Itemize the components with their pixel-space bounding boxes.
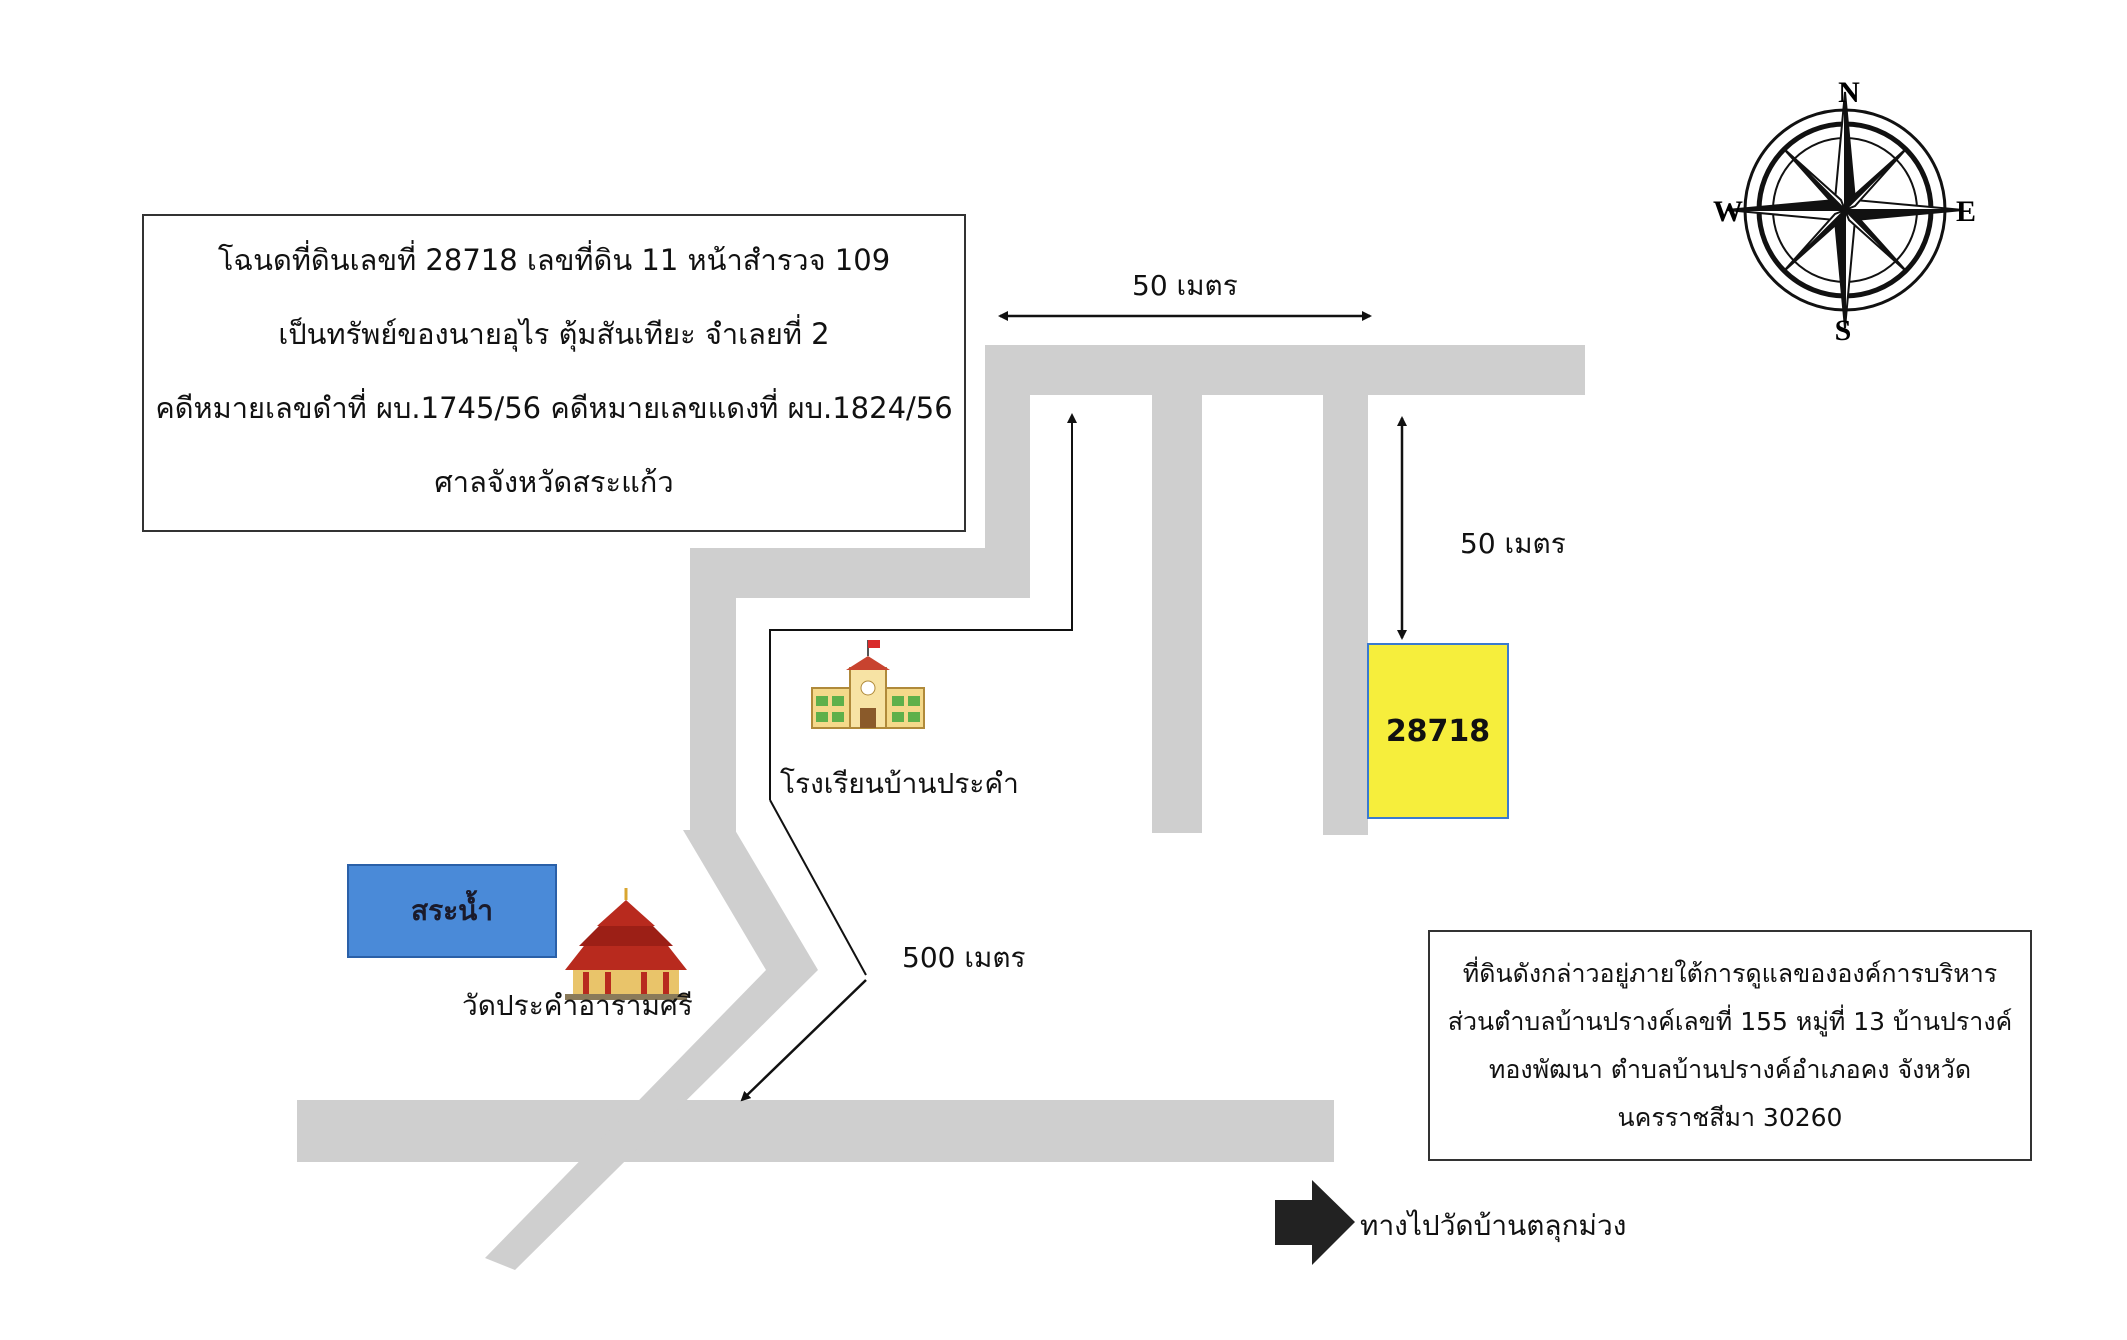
distance-arrow-diagonal bbox=[740, 979, 867, 1102]
road-right-vertical bbox=[1323, 345, 1368, 835]
main-road-bottom bbox=[297, 1100, 1334, 1162]
compass-n: N bbox=[1838, 76, 1860, 109]
temple-label: วัดประคำอารามศรี bbox=[462, 989, 693, 1022]
school-icon bbox=[811, 640, 925, 729]
road-left-horizontal bbox=[690, 548, 1030, 598]
diagonal-road bbox=[485, 830, 818, 1270]
compass-w: W bbox=[1713, 195, 1743, 228]
jurisdiction-line: ที่ดินดังกล่าวอยู่ภายใต้การดูแลขององค์กา… bbox=[1462, 959, 1998, 988]
jurisdiction-line: ส่วนตำบลบ้านปรางค์เลขที่ 155 หมู่ที่ 13 … bbox=[1447, 1007, 2013, 1036]
distance-label-top: 50 เมตร bbox=[1132, 269, 1238, 302]
jurisdiction-box: ที่ดินดังกล่าวอยู่ภายใต้การดูแลขององค์กา… bbox=[1428, 930, 2032, 1161]
info-line: คดีหมายเลขดำที่ ผบ.1745/56 คดีหมายเลขแดง… bbox=[155, 391, 953, 425]
route-line bbox=[769, 413, 1077, 800]
info-line: เป็นทรัพย์ของนายอุไร ตุ้มสันเทียะ จำเลยท… bbox=[278, 317, 830, 351]
info-box: โฉนดที่ดินเลขที่ 28718 เลขที่ดิน 11 หน้า… bbox=[142, 214, 966, 532]
land-plot-28718: 28718 bbox=[1367, 643, 1509, 819]
roads bbox=[297, 345, 1585, 1270]
pond: สระน้ำ bbox=[347, 864, 557, 958]
direction-label: ทางไปวัดบ้านตลุกม่วง bbox=[1360, 1209, 1627, 1242]
compass-e: E bbox=[1956, 195, 1976, 228]
school-label: โรงเรียนบ้านประคำ bbox=[780, 767, 1019, 800]
compass-s: S bbox=[1835, 314, 1852, 347]
jurisdiction-line: ทองพัฒนา ตำบลบ้านปรางค์อำเภอคง จังหวัด bbox=[1488, 1055, 1972, 1084]
compass-rose-icon: N S E W bbox=[1713, 76, 1976, 347]
road-middle-vertical bbox=[1152, 345, 1202, 833]
route-line-lower bbox=[769, 799, 867, 976]
info-line: โฉนดที่ดินเลขที่ 28718 เลขที่ดิน 11 หน้า… bbox=[217, 243, 891, 277]
distance-label-right: 50 เมตร bbox=[1460, 527, 1566, 560]
arrow-right-icon bbox=[1275, 1180, 1355, 1265]
temple-icon bbox=[565, 888, 687, 1000]
jurisdiction-line: นครราชสีมา 30260 bbox=[1617, 1103, 1843, 1132]
road-top-horizontal bbox=[985, 345, 1585, 395]
distance-label-diagonal: 500 เมตร bbox=[902, 941, 1026, 974]
info-line: ศาลจังหวัดสระแก้ว bbox=[434, 465, 674, 499]
